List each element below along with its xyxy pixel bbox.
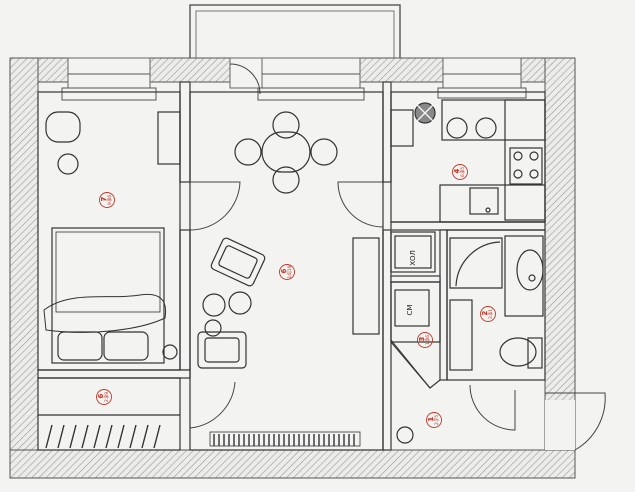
room-number: 6 [280, 268, 288, 273]
room-area: 16.19 [287, 265, 293, 278]
bathroom [446, 229, 546, 381]
kitchen [390, 91, 546, 223]
room-area: 6.85 [460, 167, 466, 177]
room-number: 3 [418, 336, 426, 341]
room-number: 6 [97, 393, 105, 398]
room-area: 3.61 [488, 309, 494, 319]
room-marker-kitchen: 4 6.85 [452, 164, 468, 180]
hol-label: ХОЛ [409, 250, 417, 266]
room-area: 2.75 [434, 415, 440, 425]
room-area: 1.06 [425, 335, 431, 345]
room-area: 9.86 [107, 195, 113, 205]
room-number: 4 [453, 168, 461, 173]
exterior-walls [9, 57, 605, 479]
room-marker-hall: 1 2.75 [426, 412, 442, 428]
fixture-labels: ХОЛ СМ [406, 250, 417, 315]
wardrobe [37, 377, 181, 451]
entrance-hall [396, 426, 414, 444]
room-markers: 7 9.86 6 16.19 4 6.85 2 3.61 3 1.06 [96, 164, 496, 428]
hall-closet [390, 231, 436, 273]
room-number: 7 [100, 196, 108, 201]
balcony [189, 4, 401, 66]
bedroom [37, 91, 181, 371]
room-area: 2.89 [104, 392, 110, 402]
room-marker-living: 6 16.19 [279, 264, 295, 280]
room-marker-bathroom: 2 3.61 [480, 306, 496, 322]
living-room [189, 91, 384, 451]
room-number: 1 [427, 416, 435, 421]
window-sills [61, 73, 527, 101]
room-marker-bedroom: 7 9.86 [99, 192, 115, 208]
room-marker-wc: 3 1.06 [417, 332, 433, 348]
wc-room [390, 281, 441, 389]
room-number: 2 [481, 310, 489, 315]
room-marker-wardrobe: 6 2.89 [96, 389, 112, 405]
sm-label: СМ [406, 305, 414, 316]
